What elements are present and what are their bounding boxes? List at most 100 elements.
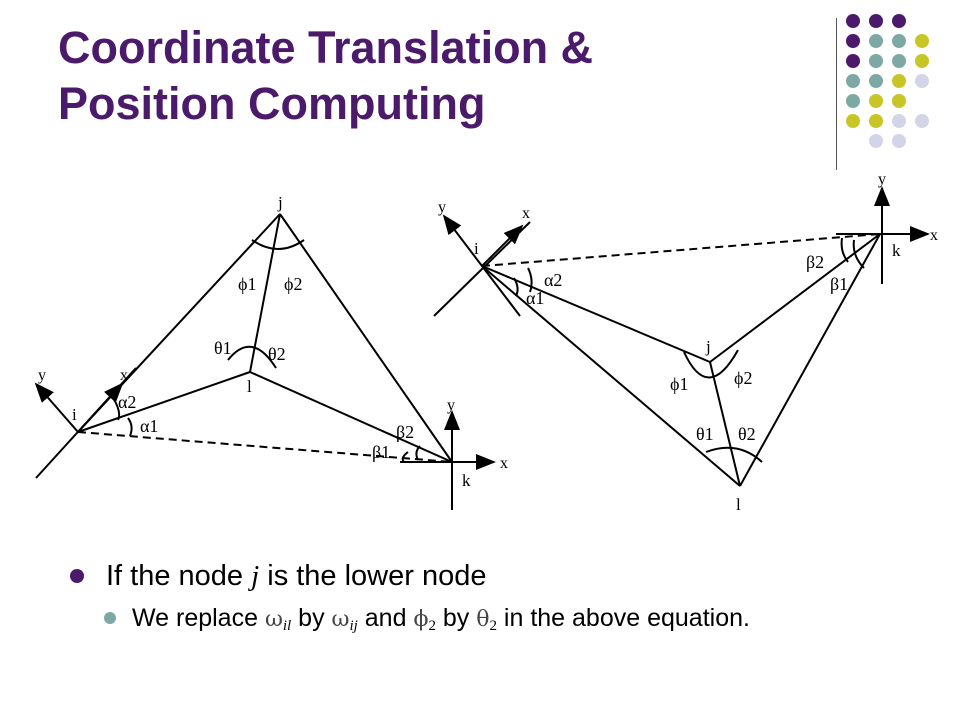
right-axis-x-i: x xyxy=(522,205,530,222)
decorative-dot xyxy=(869,74,883,88)
axis-y-i xyxy=(442,214,483,267)
right-theta1: θ1 xyxy=(696,424,714,444)
edge-j-k xyxy=(279,213,453,463)
title-line-2: Position Computing xyxy=(58,78,486,129)
right-diagram xyxy=(433,186,930,487)
left-theta2: θ2 xyxy=(268,344,286,364)
bullet-list: If the node j is the lower node We repla… xyxy=(70,556,930,642)
right-theta2: θ2 xyxy=(738,424,756,444)
bullet-1-var: j xyxy=(251,559,260,592)
b2-sub-ij: ij xyxy=(349,618,358,634)
bullet-1-suffix: is the lower node xyxy=(259,559,487,592)
bullet-item-2: We replace ωil by ωij and ϕ2 by θ2 in th… xyxy=(104,602,930,642)
decorative-dot xyxy=(892,54,906,68)
bullet-1-prefix: If the node xyxy=(106,559,252,592)
b2-text-4: by xyxy=(435,604,477,632)
bullet-item-1: If the node j is the lower node xyxy=(70,556,930,596)
axis-y-i xyxy=(34,382,79,433)
edge-i-k-dashed xyxy=(481,233,881,267)
left-alpha2: α2 xyxy=(118,392,136,412)
arc-alpha1 xyxy=(513,277,519,297)
right-axis-y-k: y xyxy=(878,171,886,188)
right-node-j: j xyxy=(705,337,711,356)
arc-beta2 xyxy=(840,237,849,263)
decorative-dot xyxy=(846,14,860,28)
right-phi1: ϕ1 xyxy=(670,374,688,394)
axis-x-i xyxy=(481,224,524,267)
arc-beta1 xyxy=(401,451,409,463)
arc-phi xyxy=(251,239,305,250)
decorative-dot xyxy=(846,94,860,108)
left-beta1: β1 xyxy=(372,442,390,462)
axis-cross-i-2 xyxy=(481,265,521,317)
arc-alpha1 xyxy=(127,417,133,437)
decorative-dot-grid xyxy=(846,14,956,154)
arc-phi xyxy=(683,349,739,379)
arc-alpha2 xyxy=(527,267,533,293)
arc-theta xyxy=(705,446,763,463)
arc-theta xyxy=(227,345,277,369)
edge-i-l xyxy=(481,265,741,487)
decorative-dot xyxy=(869,94,883,108)
decorative-dot xyxy=(915,74,929,88)
left-axis-x-i: x xyxy=(120,367,128,384)
edge-i-j xyxy=(481,265,711,363)
decorative-dot xyxy=(892,94,906,108)
left-node-i: i xyxy=(72,405,77,424)
b2-text-5: in the above equation. xyxy=(496,604,750,632)
decorative-dot xyxy=(869,134,883,148)
right-alpha2: α2 xyxy=(544,270,562,290)
b2-text-2: by xyxy=(291,604,332,632)
b2-sub-2b: 2 xyxy=(489,618,497,634)
right-node-i: i xyxy=(474,239,479,258)
edge-j-l xyxy=(709,361,741,487)
right-beta2: β2 xyxy=(806,252,824,272)
left-beta2: β2 xyxy=(396,422,414,442)
edge-j-l xyxy=(249,213,281,373)
b2-phi: ϕ xyxy=(413,607,429,632)
decorative-dot xyxy=(892,34,906,48)
right-node-l: l xyxy=(736,495,741,514)
arc-beta2 xyxy=(415,445,421,461)
left-node-l: l xyxy=(247,377,252,396)
b2-omega-2: ω xyxy=(331,607,350,632)
decorative-dot xyxy=(892,114,906,128)
right-axis-x-k: x xyxy=(930,227,938,244)
b2-omega: ω xyxy=(264,607,283,632)
b2-sub-2a: 2 xyxy=(428,618,436,634)
decorative-dot xyxy=(869,14,883,28)
left-node-k: k xyxy=(462,471,471,490)
axis-cross-i xyxy=(433,221,531,317)
edge-i-l xyxy=(77,371,251,433)
right-axis-y-i: y xyxy=(438,199,446,216)
decorative-dot xyxy=(846,114,860,128)
bullet-1-text: If the node j is the lower node xyxy=(106,560,487,593)
bullet-2-text: We replace ωil by ωij and ϕ2 by θ2 in th… xyxy=(132,602,750,642)
slide-title: Coordinate Translation & Position Comput… xyxy=(58,20,798,132)
decorative-dot xyxy=(892,14,906,28)
decorative-dot xyxy=(869,34,883,48)
right-node-k: k xyxy=(892,241,901,260)
left-node-j: j xyxy=(277,193,283,212)
left-diagram xyxy=(34,213,496,510)
right-alpha1: α1 xyxy=(526,288,544,308)
arc-beta1 xyxy=(852,239,865,269)
decorative-divider xyxy=(836,18,837,170)
decorative-dot xyxy=(892,74,906,88)
decorative-dot xyxy=(846,74,860,88)
edge-i-k-dashed xyxy=(77,431,453,463)
left-alpha1: α1 xyxy=(140,416,158,436)
right-phi2: ϕ2 xyxy=(734,368,752,388)
decorative-dot xyxy=(915,114,929,128)
b2-text-1: We replace xyxy=(132,604,265,632)
left-axis-y-k: y xyxy=(447,397,455,414)
arc-alpha2 xyxy=(111,395,121,421)
bullet-dot-icon xyxy=(70,569,84,583)
decorative-dot xyxy=(869,114,883,128)
edge-j-k xyxy=(709,233,881,363)
axis-x-i xyxy=(77,382,124,433)
decorative-dot xyxy=(869,54,883,68)
left-axis-x-k: x xyxy=(500,455,508,472)
right-beta1: β1 xyxy=(830,274,848,294)
